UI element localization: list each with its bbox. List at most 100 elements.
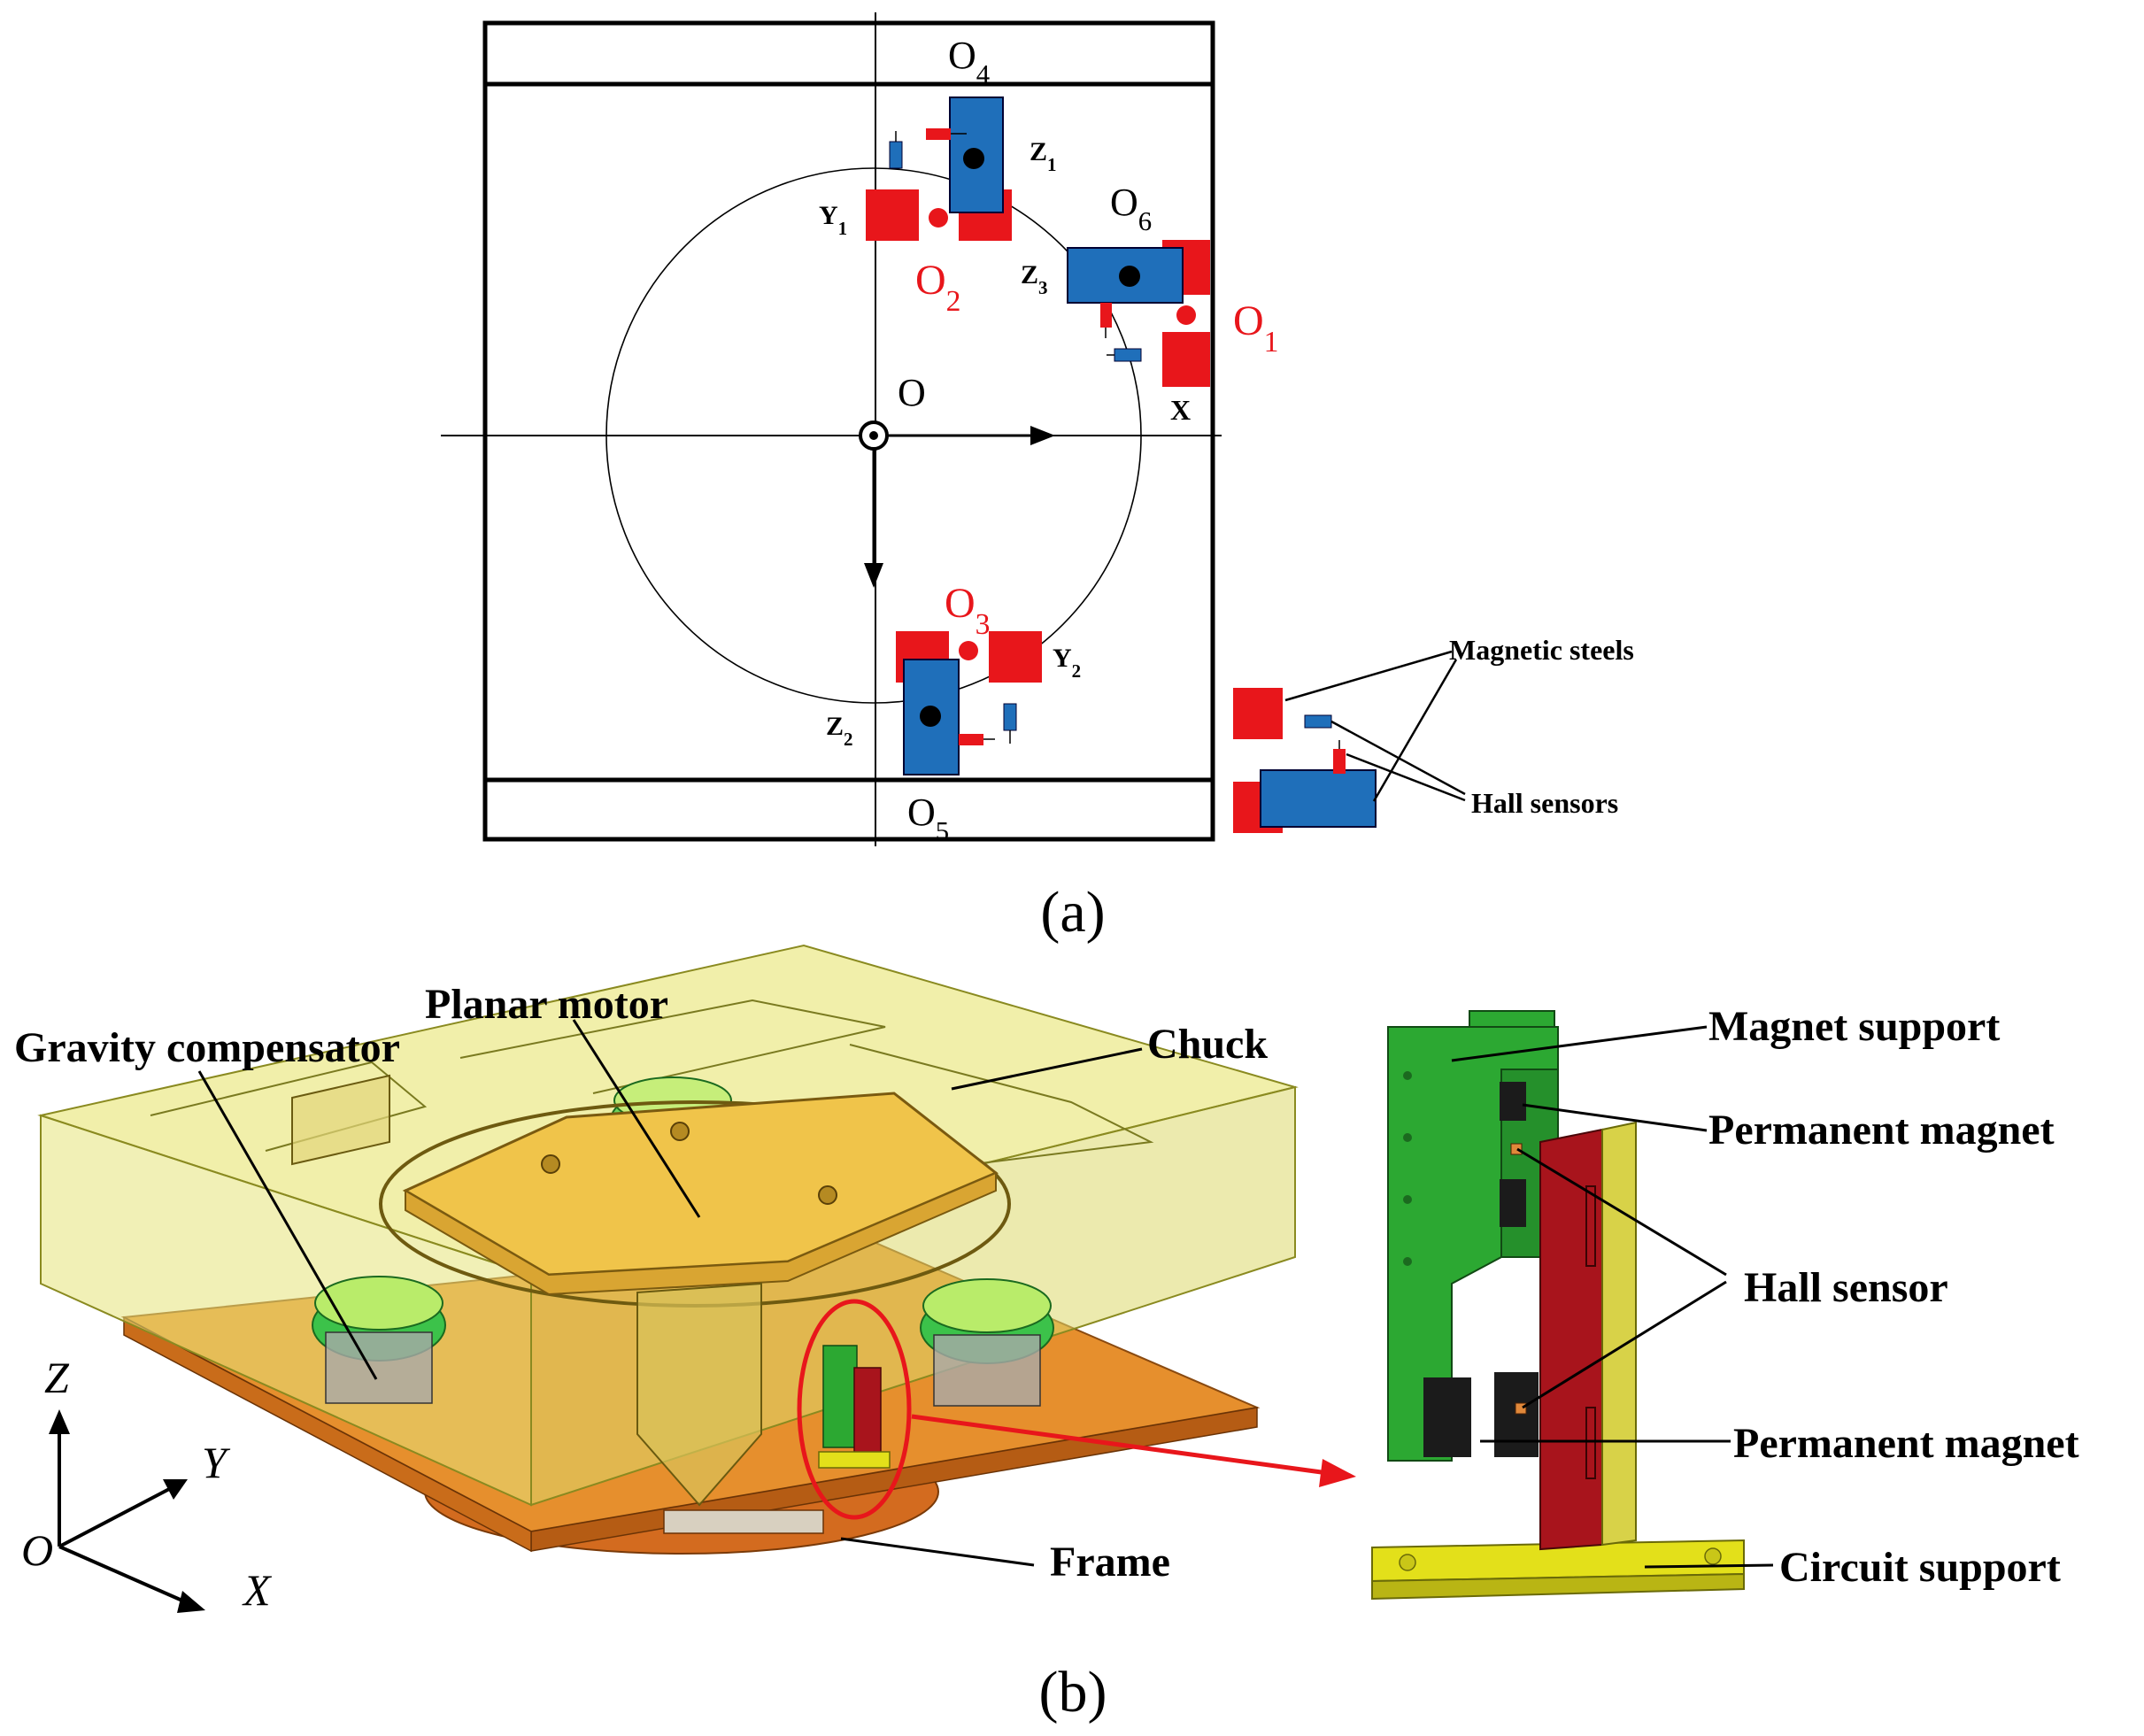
origin-o2-marker (929, 208, 948, 228)
axis-z-head (49, 1409, 70, 1434)
leader-frame (840, 1537, 1035, 1567)
hall-sensor-chip-top (1510, 1143, 1523, 1155)
label-z3: Z3 (1021, 260, 1048, 298)
origin-o1-marker (1176, 305, 1196, 325)
hall-sensor-z1-blue (889, 141, 903, 169)
stage-outline (482, 20, 1215, 842)
circuit-support-hole-left (1399, 1554, 1416, 1571)
magnet-support-hole-1 (1403, 1071, 1412, 1080)
gravity-compensator-right-stem (933, 1334, 1041, 1407)
subscript-digit: 2 (1072, 660, 1082, 682)
panel-b: Z Y X O (14, 944, 2079, 1724)
label-planar-motor: Planar motor (425, 981, 668, 1028)
magnet-x-bottom (1162, 332, 1210, 387)
circuit-support-hole-right (1704, 1547, 1722, 1565)
label-z2: Z2 (826, 712, 853, 750)
circuit-board-front (1539, 1128, 1603, 1551)
panel-a: O4 O5 O6 O O2 O1 O3 Z1 Y1 Z3 X Y2 Z2 Mag… (441, 12, 1634, 945)
label-y1: Y1 (819, 201, 847, 239)
label-hall-sensor: Hall sensor (1744, 1264, 1948, 1311)
hall-sensor-chip-bottom (1515, 1402, 1527, 1415)
hall-sensor-z1-red (926, 128, 951, 140)
chuck-inner-channel-top (459, 999, 886, 1094)
label-chuck: Chuck (1147, 1021, 1268, 1068)
leader-permanent-magnet-top (1522, 1103, 1708, 1132)
magnet-y2-right (989, 631, 1042, 683)
axis-x-line (58, 1545, 191, 1606)
subscript-digit: 3 (1038, 277, 1048, 298)
label-circuit-support: Circuit support (1779, 1544, 2061, 1591)
subscript-digit: 3 (976, 608, 991, 641)
axis-y-label: Y (202, 1438, 231, 1487)
subscript-digit: 2 (844, 729, 853, 750)
label-permanent-magnet-bottom: Permanent magnet (1733, 1420, 2079, 1467)
coil-module-left (291, 1074, 390, 1166)
legend-coil (1260, 769, 1377, 828)
axis-x-head (177, 1591, 205, 1613)
hall-module-small-green (822, 1345, 858, 1448)
leader-circuit-support (1644, 1563, 1774, 1569)
label-o: O (898, 371, 926, 414)
circuit-board-slot-1 (1585, 1185, 1596, 1267)
subscript-digit: 4 (976, 59, 990, 89)
label-o2: O2 (915, 257, 960, 318)
subscript-digit: 6 (1138, 206, 1152, 236)
circuit-support-front (1371, 1572, 1745, 1601)
hall-sensor-z3-blue (1114, 348, 1142, 362)
hall-sensor-z3-red (1100, 303, 1112, 328)
subscript-digit: 5 (936, 816, 949, 846)
frame-plate-side-left (123, 1316, 532, 1553)
axis-y-line (58, 1485, 174, 1548)
label-o6: O6 (1110, 181, 1152, 236)
label-y2: Y2 (1053, 644, 1081, 682)
x-arrow-head (1030, 426, 1055, 445)
leader-magnetic-steels-1 (1284, 650, 1453, 702)
circuit-board-slot-2 (1585, 1407, 1596, 1479)
planar-motor-plate-side (405, 1171, 997, 1296)
planar-motor-hole-2 (541, 1154, 560, 1174)
axis-o-label: O (21, 1525, 53, 1575)
hall-sensor-highlight-ellipse (797, 1299, 912, 1520)
subscript-digit: 2 (946, 285, 961, 318)
leader-hall-sensor-2 (1522, 1280, 1727, 1409)
zoom-arrow-head (1319, 1459, 1356, 1487)
label-o1: O1 (1233, 297, 1278, 359)
leader-magnet-support (1451, 1025, 1708, 1062)
coil-z1-center (963, 148, 984, 169)
coil-module-front (636, 1282, 762, 1507)
legend-hall-sensor-blue (1304, 714, 1332, 729)
y-arrow-head (864, 563, 883, 588)
frame-slot (663, 1509, 824, 1534)
gravity-compensator-right (920, 1278, 1054, 1407)
chuck-box (37, 944, 1299, 1520)
label-o3: O3 (945, 580, 990, 641)
caption-a: (a) (1040, 880, 1105, 945)
motor-circle (605, 167, 1142, 704)
subscript-digit: 1 (838, 218, 848, 239)
legend-magnetic-steels-label: Magnetic steels (1449, 634, 1634, 666)
permanent-magnet-top-2 (1500, 1179, 1526, 1227)
chuck-inner-channel-right (849, 1044, 1154, 1169)
label-o5: O5 (907, 791, 949, 846)
axis-x-label: X (242, 1565, 273, 1615)
label-gravity-compensator: Gravity compensator (14, 1024, 400, 1071)
hall-sensor-z2-blue (1003, 703, 1017, 731)
gravity-compensator-left (312, 1276, 446, 1404)
zoom-arrow-line (911, 1414, 1329, 1476)
origin-symbol-dot (869, 431, 878, 440)
permanent-magnet-bottom-1 (1423, 1377, 1471, 1457)
magnet-support-hole-3 (1403, 1195, 1412, 1204)
leader-hall-sensor-1 (1516, 1147, 1727, 1277)
hall-sensor-module-small (818, 1345, 891, 1469)
coil-z2-center (920, 706, 941, 727)
subscript-digit: 1 (1047, 154, 1057, 175)
axis-y-head (163, 1479, 188, 1500)
gravity-compensator-left-stem (325, 1331, 433, 1404)
planar-motor-hole-3 (818, 1185, 837, 1205)
subscript-digit: 1 (1264, 326, 1279, 359)
label-o4: O4 (948, 34, 990, 89)
label-x: X (1170, 394, 1191, 426)
hall-sensor-assembly-zoom (1371, 1010, 1745, 1601)
label-permanent-magnet-top: Permanent magnet (1708, 1107, 2055, 1153)
legend-magnet-top (1233, 688, 1283, 739)
